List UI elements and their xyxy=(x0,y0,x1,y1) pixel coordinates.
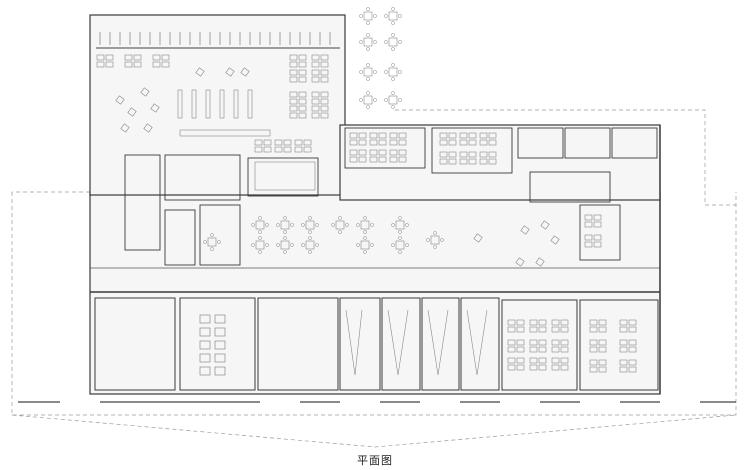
lecture-room-seating xyxy=(345,309,488,376)
facade-fins xyxy=(96,32,340,49)
building-walls xyxy=(89,14,661,395)
office-pods xyxy=(344,127,658,261)
lower-rooms xyxy=(94,297,659,391)
site-dashed-outline xyxy=(11,109,737,448)
plan-caption: 平面图 xyxy=(357,454,393,467)
meeting-rooms xyxy=(124,154,319,266)
shelving-rows xyxy=(177,89,271,137)
outdoor-tables xyxy=(359,7,402,109)
toilet-stalls xyxy=(199,314,226,376)
